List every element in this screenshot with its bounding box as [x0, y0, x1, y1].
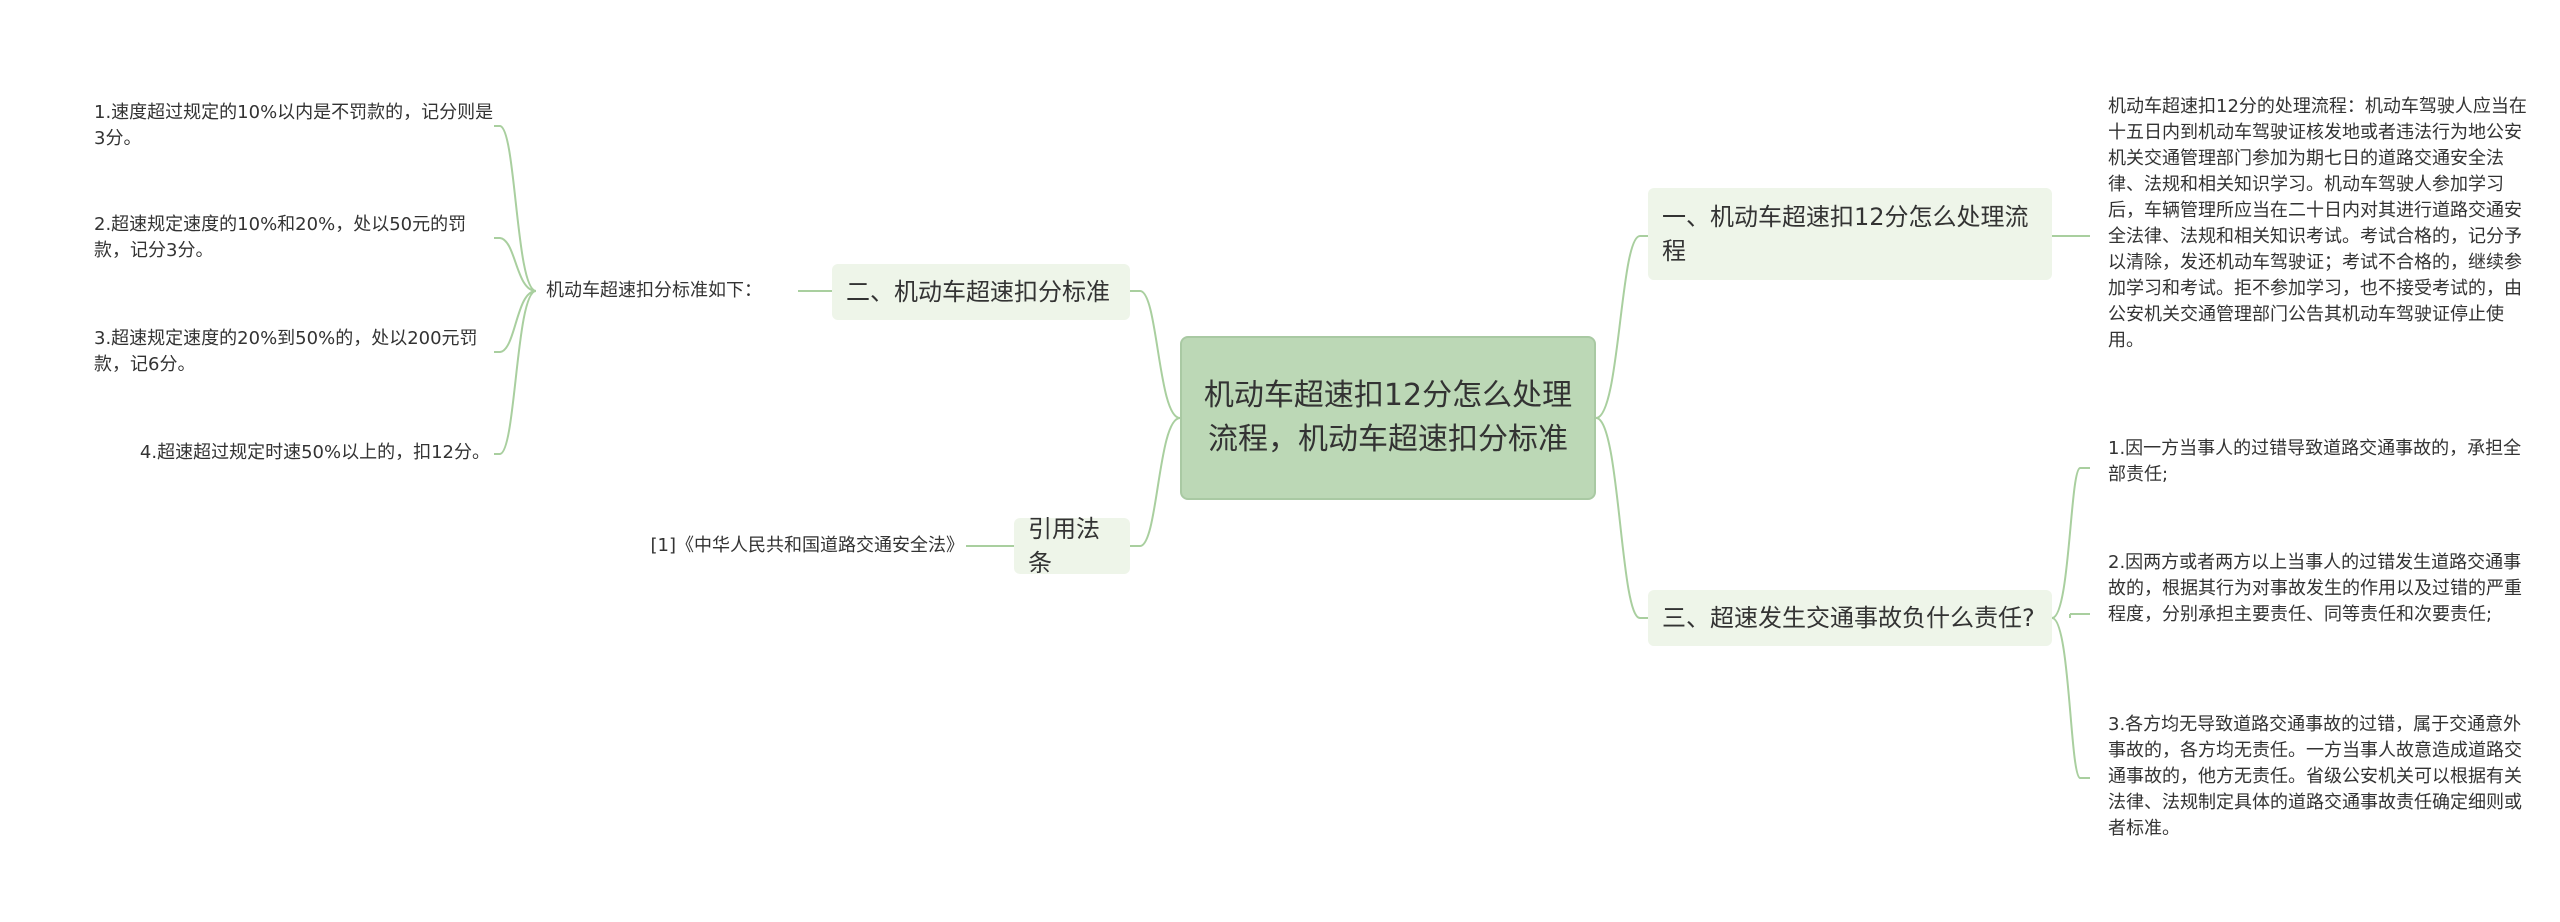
standard-item-1-text: 1.速度超过规定的10%以内是不罚款的，记分则是3分。 — [94, 102, 494, 149]
branch-process-label: 一、机动车超速扣12分怎么处理流程 — [1662, 203, 2029, 265]
responsibility-item-1: 1.因一方当事人的过错导致道路交通事故的，承担全部责任; — [2108, 436, 2528, 488]
law-item-1-text: [1]《中华人民共和国道路交通安全法》 — [650, 535, 965, 556]
standard-item-3: 3.超速规定速度的20%到50%的，处以200元罚款，记6分。 — [94, 326, 494, 378]
branch-standard-label: 二、机动车超速扣分标准 — [846, 278, 1110, 306]
connector-root-to-law — [1130, 417, 1181, 547]
responsibility-item-1-text: 1.因一方当事人的过错导致道路交通事故的，承担全部责任; — [2108, 438, 2522, 485]
branch-responsibility[interactable]: 三、超速发生交通事故负什么责任? — [1648, 590, 2052, 646]
connector-root-to-process — [1595, 235, 1648, 419]
branch-law-label: 引用法条 — [1028, 515, 1100, 577]
standard-item-3-text: 3.超速规定速度的20%到50%的，处以200元罚款，记6分。 — [94, 328, 478, 375]
root-node[interactable]: 机动车超速扣12分怎么处理流程，机动车超速扣分标准 — [1180, 336, 1596, 500]
branch-responsibility-label: 三、超速发生交通事故负什么责任? — [1662, 604, 2035, 632]
standard-item-4: 4.超速超过规定时速50%以上的，扣12分。 — [94, 440, 490, 466]
branch-law[interactable]: 引用法条 — [1014, 515, 1130, 577]
connector-root-to-responsibility — [1595, 417, 1648, 619]
root-label: 机动车超速扣12分怎么处理流程，机动车超速扣分标准 — [1203, 378, 1573, 457]
standard-item-1: 1.速度超过规定的10%以内是不罚款的，记分则是3分。 — [94, 100, 494, 152]
branch-standard[interactable]: 二、机动车超速扣分标准 — [832, 264, 1130, 320]
standard-item-2: 2.超速规定速度的10%和20%，处以50元的罚款，记分3分。 — [94, 212, 494, 264]
process-detail-text: 机动车超速扣12分的处理流程：机动车驾驶人应当在十五日内到机动车驾驶证核发地或者… — [2108, 96, 2527, 351]
standard-sub-label: 机动车超速扣分标准如下： — [546, 278, 796, 304]
process-detail: 机动车超速扣12分的处理流程：机动车驾驶人应当在十五日内到机动车驾驶证核发地或者… — [2108, 94, 2528, 354]
connector-sublabel-bracket — [494, 125, 537, 455]
responsibility-item-3: 3.各方均无导致道路交通事故的过错，属于交通意外事故的，各方均无责任。一方当事人… — [2108, 712, 2528, 842]
law-item-1: [1]《中华人民共和国道路交通安全法》 — [560, 533, 965, 559]
standard-sub-label-text: 机动车超速扣分标准如下： — [546, 280, 762, 301]
responsibility-item-2: 2.因两方或者两方以上当事人的过错发生道路交通事故的，根据其行为对事故发生的作用… — [2108, 550, 2528, 628]
standard-item-2-text: 2.超速规定速度的10%和20%，处以50元的罚款，记分3分。 — [94, 214, 467, 261]
connector-resp-bracket — [2051, 467, 2090, 779]
standard-item-4-text: 4.超速超过规定时速50%以上的，扣12分。 — [139, 442, 490, 463]
responsibility-item-3-text: 3.各方均无导致道路交通事故的过错，属于交通意外事故的，各方均无责任。一方当事人… — [2108, 714, 2522, 839]
branch-process[interactable]: 一、机动车超速扣12分怎么处理流程 — [1648, 188, 2052, 280]
responsibility-item-2-text: 2.因两方或者两方以上当事人的过错发生道路交通事故的，根据其行为对事故发生的作用… — [2108, 552, 2522, 625]
connector-root-to-standard — [1130, 290, 1181, 419]
